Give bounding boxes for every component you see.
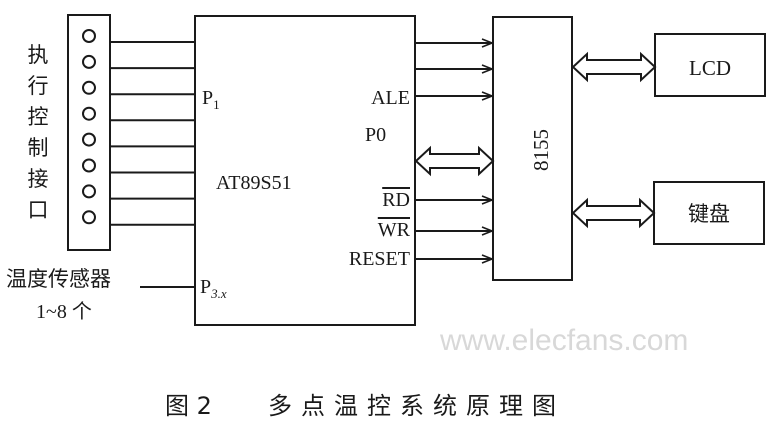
- pin-hole-icon: [82, 184, 96, 199]
- mcu-p1-label: P1: [202, 87, 220, 112]
- keyboard-bus-arrow: [571, 197, 656, 229]
- chip-8155-box: [492, 16, 573, 281]
- mcu-wr-label: WR: [378, 219, 411, 241]
- connector-label-char: 行: [28, 74, 49, 98]
- chip-8155-label: 8155: [529, 129, 553, 171]
- connector-label-char: 控: [28, 105, 49, 129]
- sensor-count: 1~8 个: [36, 300, 92, 323]
- pin-hole-icon: [82, 210, 96, 225]
- connector-pins: [82, 29, 195, 226]
- mcu-p3-label: P3.x: [200, 276, 227, 301]
- mcu-rd-label: RD: [382, 189, 410, 211]
- pin-hole-icon: [82, 54, 96, 69]
- connector-label-char: 执: [28, 43, 49, 67]
- lcd-bus-arrow: [571, 51, 657, 83]
- mcu-reset-label: RESET: [349, 248, 410, 270]
- connector-label-char: 接: [28, 167, 49, 191]
- pin-hole-icon: [82, 132, 96, 147]
- bidirectional-buses: [414, 51, 657, 229]
- lcd-label: LCD: [689, 56, 731, 80]
- connector-label-char: 制: [28, 136, 49, 160]
- sensor-label: 温度传感器: [6, 267, 111, 291]
- connector-label-char: 口: [28, 198, 49, 222]
- actuator-connector: [67, 14, 111, 251]
- mcu-p0-label: P0: [365, 124, 386, 146]
- bus-arrows: [415, 43, 492, 259]
- pin-hole-icon: [82, 80, 96, 95]
- watermark: www.elecfans.com: [439, 324, 688, 357]
- mcu-ale-label: ALE: [371, 87, 410, 109]
- figure-caption: 多点温控系统原理图: [268, 392, 565, 420]
- lcd-box: [654, 33, 766, 97]
- pin-hole-icon: [82, 29, 96, 43]
- mcu-name: AT89S51: [216, 172, 292, 194]
- mcu-box: [194, 15, 416, 326]
- keyboard-label: 键盘: [688, 202, 730, 226]
- pin-hole-icon: [82, 106, 96, 121]
- figure-number: 图 2: [165, 392, 212, 420]
- p0-data-bus-arrow: [414, 145, 495, 177]
- pin-hole-icon: [82, 158, 96, 173]
